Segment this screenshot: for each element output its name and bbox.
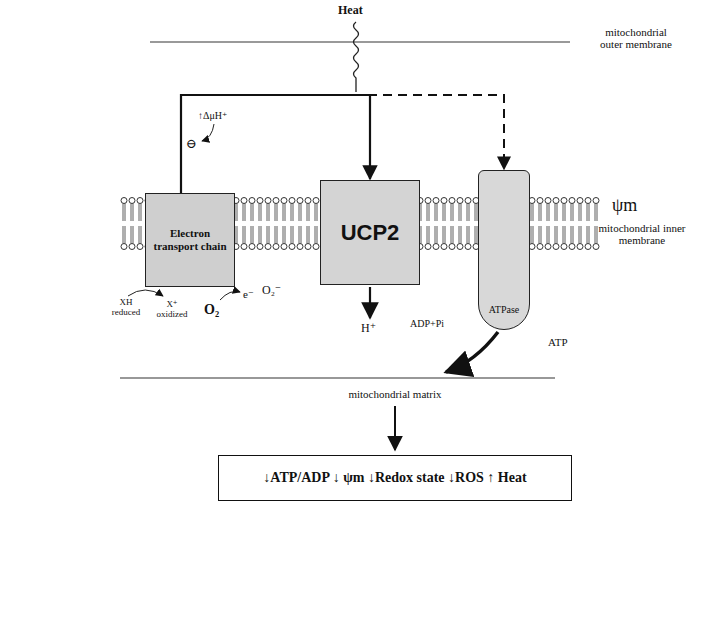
- membrane-label: mitochondrial outer membrane: [595, 26, 677, 50]
- compartment-label: mitochondrial matrix: [300, 388, 490, 400]
- product-label: ATP: [548, 336, 568, 348]
- potential-label: ψm: [612, 196, 637, 216]
- inhibition-symbol: ⊖: [186, 137, 197, 151]
- electron-arrow: [220, 291, 240, 300]
- proton-flow-arrow: [181, 95, 370, 193]
- heat-wave: [354, 22, 359, 92]
- dashed-flow-arrow: [181, 95, 504, 193]
- node-text: ↓ATP/ADP ↓ ψm ↓Redox state ↓ROS ↑ Heat: [263, 470, 526, 486]
- node-text: Electron transport chain: [150, 227, 230, 253]
- substrate-label: ADP+Pi: [410, 318, 444, 329]
- electron-label: e⁻: [243, 288, 254, 300]
- redox-label: XH reduced: [106, 298, 146, 318]
- membrane-label: mitochondrial inner membrane: [598, 222, 686, 246]
- proton-arrow: [369, 287, 371, 318]
- atp-flow-arrow: [446, 332, 498, 372]
- matrix-line: [120, 377, 555, 378]
- redox-label: X⁺ oxidized: [150, 300, 194, 320]
- node-text: UCP2: [341, 220, 400, 246]
- redox-arrow: [128, 290, 163, 296]
- node-text: ATPase: [489, 304, 520, 315]
- heat-label: Heat: [338, 4, 363, 17]
- matrix-arrow: [394, 406, 396, 450]
- oxygen-label: O₂: [204, 302, 219, 317]
- proton-label: H⁺: [361, 322, 376, 335]
- inhibition-arrow: [202, 124, 214, 141]
- gradient-label: ↑ΔμH⁺: [198, 110, 227, 121]
- superoxide-label: O₂⁻: [262, 284, 281, 297]
- atpase-box: ATPase: [478, 170, 530, 330]
- outer-membrane-line: [150, 41, 570, 43]
- outcome-box: ↓ATP/ADP ↓ ψm ↓Redox state ↓ROS ↑ Heat: [218, 455, 572, 501]
- transport-chain-box: Electron transport chain: [145, 193, 235, 287]
- ucp2-box: UCP2: [320, 180, 420, 285]
